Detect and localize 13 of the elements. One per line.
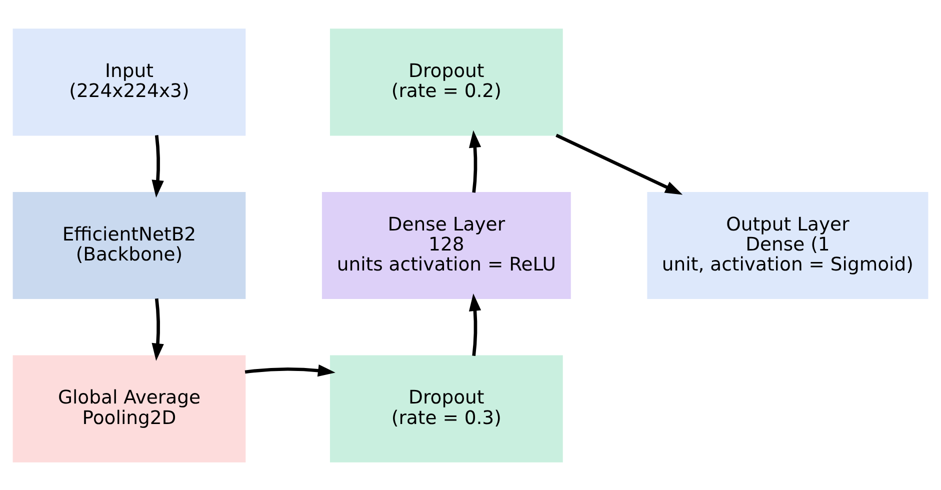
node-box: Dense Layer 128 units activation = ReLU xyxy=(322,191,571,299)
arrow xyxy=(152,134,164,198)
arrow xyxy=(556,133,683,194)
node-box: Global Average Pooling2D xyxy=(12,354,246,462)
arrow xyxy=(152,298,164,360)
node-box: Input (224x224x3) xyxy=(12,28,246,136)
arrow xyxy=(244,364,336,376)
arrow xyxy=(468,130,482,192)
node-box: Dropout (rate = 0.3) xyxy=(330,354,563,462)
arrow xyxy=(468,293,482,356)
node-box: Output Layer Dense (1 unit, activation = Sigmoid) xyxy=(647,191,928,299)
node-box: EfficientNetB2 (Backbone) xyxy=(12,191,246,299)
node-box: Dropout (rate = 0.2) xyxy=(330,28,563,136)
